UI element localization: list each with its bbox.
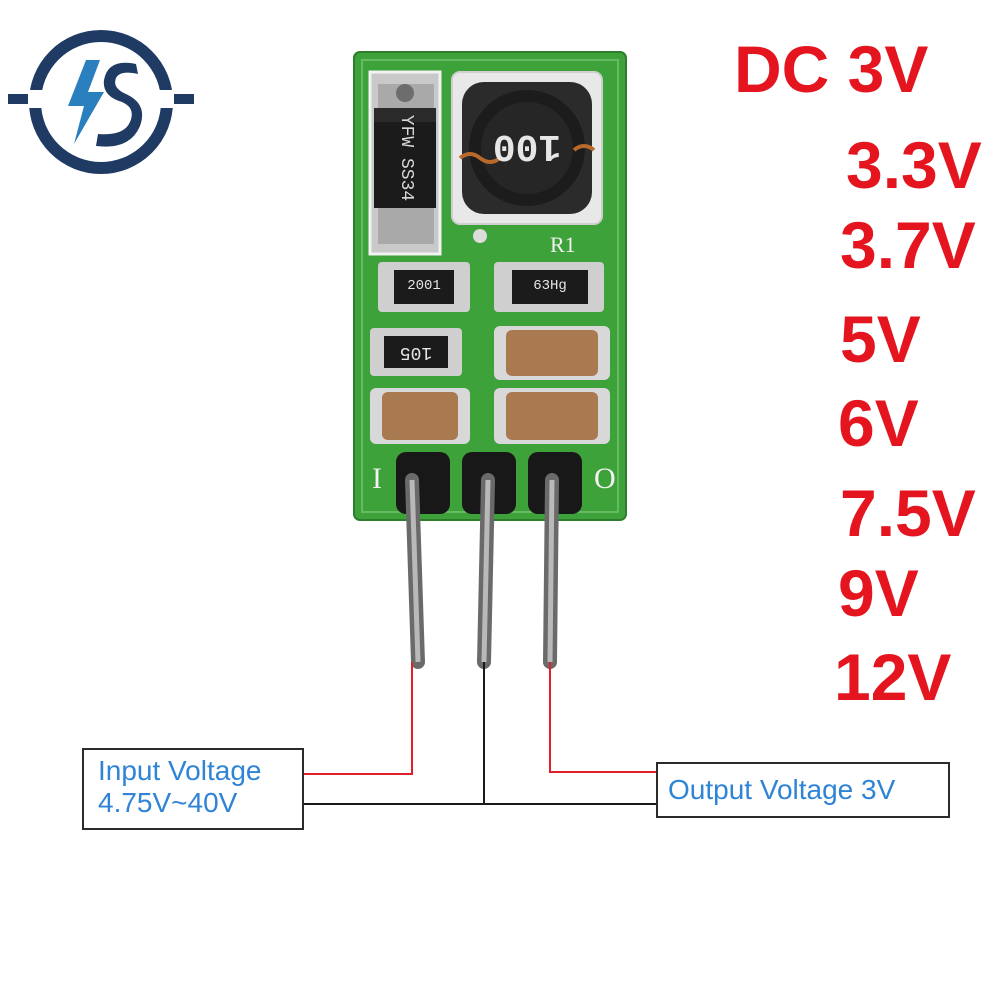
capacitor-3 [494, 388, 610, 444]
ground-wire-input [304, 662, 485, 805]
pin-header [396, 452, 582, 514]
silkscreen-r1: R1 [550, 232, 576, 257]
chip-marking: 105 [399, 342, 433, 362]
pin-label-output: O [594, 462, 616, 495]
resistor-1-marking: 2001 [407, 278, 441, 294]
diode-marking: YFW SS34 [396, 114, 416, 202]
voltage-title: DC 3V [734, 32, 929, 106]
voltage-option-6v: 6V [838, 386, 919, 460]
pins [405, 473, 559, 669]
voltage-option-5v: 5V [840, 302, 921, 376]
voltage-option-3-3v: 3.3V [846, 128, 982, 202]
output-voltage-label: Output Voltage 3V [656, 762, 950, 818]
wiring [304, 662, 656, 805]
output-voltage-text: Output Voltage 3V [668, 774, 896, 805]
voltage-option-7-5v: 7.5V [840, 476, 976, 550]
pin-label-input: I [372, 462, 382, 495]
logo-icon [8, 30, 194, 174]
brand-logo [8, 22, 194, 182]
input-voltage-label: Input Voltage 4.75V~40V [82, 748, 304, 830]
capacitor-1 [494, 326, 610, 380]
voltage-option-3-7v: 3.7V [840, 208, 976, 282]
inductor-marking: 100 [492, 124, 562, 167]
capacitor-2 [370, 388, 470, 444]
voltage-option-12v: 12V [834, 640, 952, 714]
input-voltage-title: Input Voltage [98, 755, 262, 786]
output-positive-wire [549, 662, 656, 773]
resistor-2-marking: 63Hg [533, 278, 567, 294]
input-voltage-range: 4.75V~40V [98, 787, 238, 818]
input-positive-wire [304, 662, 413, 775]
voltage-option-9v: 9V [838, 556, 919, 630]
